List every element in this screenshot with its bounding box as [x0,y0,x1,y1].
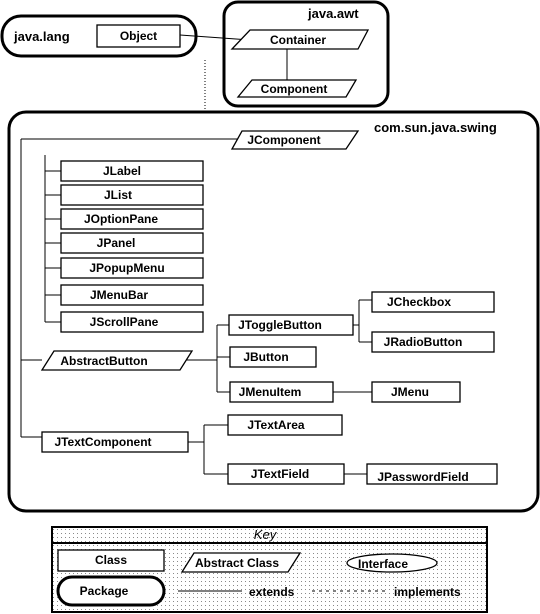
abstract-class-abstractbutton [40,350,194,371]
class-joptionpane [60,208,204,230]
package-java-lang-label: java.lang [13,29,70,44]
class-jlabel [60,160,204,182]
key-extends-label: extends [249,585,295,599]
label-jpopupmenu: JPopupMenu [89,261,164,275]
label-jlist: JList [104,188,132,202]
label-joptionpane: JOptionPane [84,212,158,226]
label-abstractbutton: AbstractButton [60,354,147,368]
class-jtextcomponent [41,431,189,453]
class-jpasswordfield [366,463,498,485]
abstract-class-jcomponent [230,130,360,150]
label-jmenu: JMenu [391,385,429,399]
label-component: Component [261,82,328,96]
class-jcheckbox [371,291,495,313]
connector-lines [20,34,372,475]
key-legend: Key Class Abstract Class Interface Packa… [51,526,488,613]
class-jtextarea [227,414,343,436]
package-java-awt-label: java.awt [307,6,359,21]
label-jpanel: JPanel [97,236,136,250]
label-jtextarea: JTextArea [247,418,304,432]
class-jmenu [371,381,461,403]
key-class-label: Class [95,553,127,567]
key-abstract-class-label: Abstract Class [195,556,279,570]
abstract-class-container [230,29,370,50]
label-jtextcomponent: JTextComponent [54,435,151,449]
label-jmenubar: JMenuBar [90,288,148,302]
abstract-class-component [236,79,358,98]
class-object [96,24,181,48]
label-jbutton: JButton [243,350,288,364]
label-jlabel: JLabel [103,164,141,178]
label-jscrollpane: JScrollPane [90,315,159,329]
key-title: Key [254,527,278,542]
class-jmenuitem [229,381,334,403]
label-jtogglebutton: JToggleButton [238,318,322,332]
key-package-label: Package [80,584,129,598]
label-jtextfield: JTextField [251,467,309,481]
class-jtogglebutton [228,314,354,336]
key-package-sample [56,575,166,607]
label-jcheckbox: JCheckbox [387,295,451,309]
label-jmenuitem: JMenuItem [239,385,302,399]
label-container: Container [270,33,326,47]
class-jpanel [60,232,204,254]
class-jscrollpane [60,311,204,333]
class-jtextfield [227,463,345,485]
class-jpopupmenu [60,257,204,279]
class-jbutton [229,346,317,368]
key-abstract-class-sample [180,552,302,573]
class-jlist [60,184,204,206]
class-jradiobutton [371,331,495,353]
label-jpasswordfield: JPasswordField [377,470,468,484]
key-class-sample [57,549,165,572]
package-swing-label: com.sun.java.swing [374,120,497,135]
key-interface-sample [346,553,438,573]
label-jradiobutton: JRadioButton [384,335,463,349]
label-object: Object [120,29,157,43]
key-implements-label: implements [394,585,461,599]
key-interface-label: Interface [358,557,408,571]
class-jmenubar [60,284,204,306]
label-jcomponent: JComponent [247,133,320,147]
